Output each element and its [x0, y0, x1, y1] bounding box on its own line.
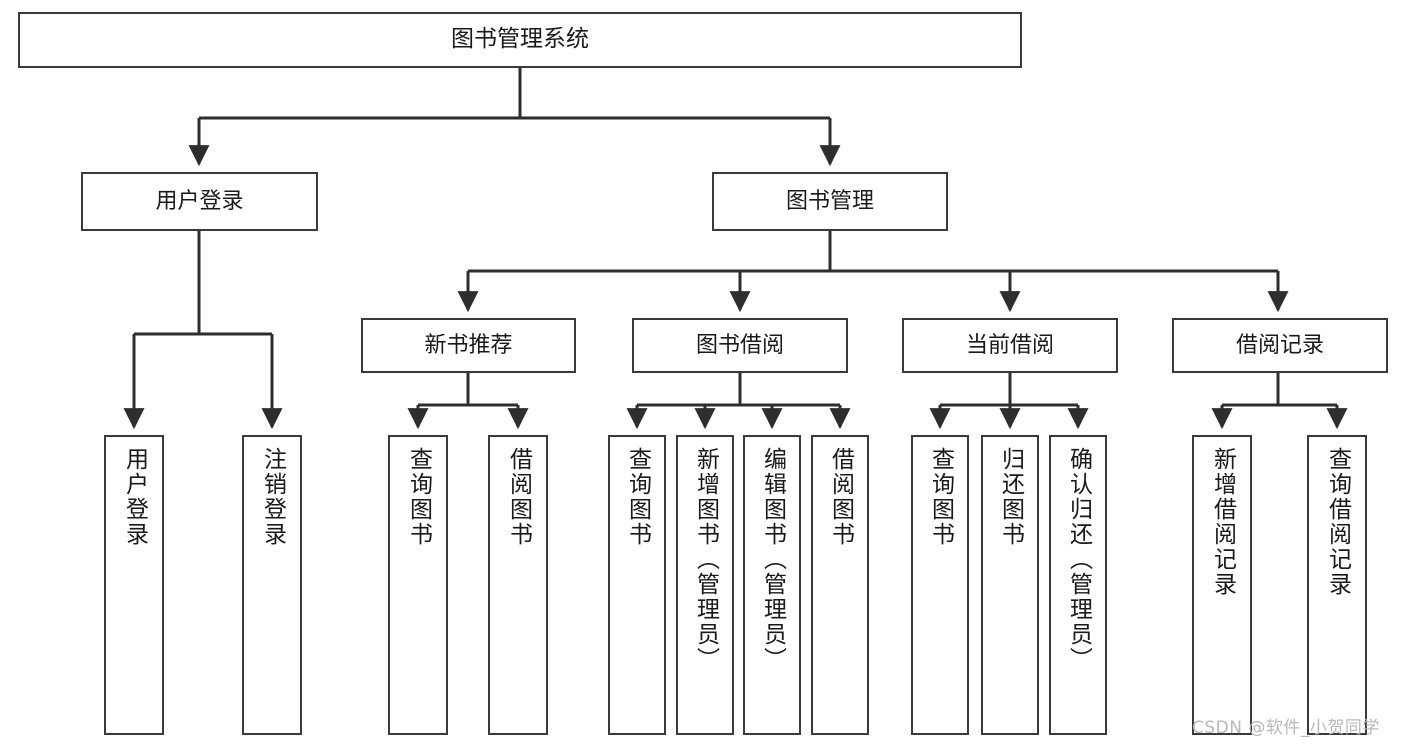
node-leaf-add-book-label: 新增图书（管理员）	[692, 447, 719, 672]
node-book-manage[interactable]: 图书管理	[712, 172, 948, 231]
node-leaf-query-book-2[interactable]: 查询图书	[608, 435, 666, 735]
node-leaf-add-book[interactable]: 新增图书（管理员）	[676, 435, 734, 735]
node-leaf-query-book-3-label: 查询图书	[927, 447, 954, 547]
node-leaf-query-book-2-label: 查询图书	[624, 447, 651, 547]
node-new-book-rec[interactable]: 新书推荐	[361, 318, 576, 373]
node-leaf-user-login-label: 用户登录	[121, 447, 148, 547]
node-user-login-label: 用户登录	[155, 188, 244, 214]
node-borrow-record-label: 借阅记录	[1235, 332, 1324, 358]
node-leaf-edit-book-label: 编辑图书（管理员）	[759, 447, 786, 672]
node-leaf-borrow-book-1[interactable]: 借阅图书	[488, 435, 548, 735]
node-leaf-logout-label: 注销登录	[259, 447, 286, 547]
node-book-manage-label: 图书管理	[785, 188, 874, 214]
node-leaf-confirm-return-label: 确认归还（管理员）	[1065, 447, 1092, 672]
node-new-book-rec-label: 新书推荐	[424, 332, 513, 358]
node-leaf-logout[interactable]: 注销登录	[242, 435, 302, 735]
node-leaf-add-record[interactable]: 新增借阅记录	[1192, 435, 1252, 735]
node-root[interactable]: 图书管理系统	[18, 12, 1022, 68]
node-leaf-query-book-1[interactable]: 查询图书	[388, 435, 448, 735]
node-leaf-user-login[interactable]: 用户登录	[104, 435, 164, 735]
node-leaf-query-book-3[interactable]: 查询图书	[911, 435, 969, 735]
node-current-borrow[interactable]: 当前借阅	[902, 318, 1118, 373]
node-leaf-borrow-book-1-label: 借阅图书	[505, 447, 532, 547]
node-leaf-confirm-return[interactable]: 确认归还（管理员）	[1049, 435, 1107, 735]
node-leaf-query-record-label: 查询借阅记录	[1324, 447, 1351, 597]
node-leaf-query-book-1-label: 查询图书	[405, 447, 432, 547]
node-user-login[interactable]: 用户登录	[81, 172, 318, 231]
node-leaf-query-record[interactable]: 查询借阅记录	[1307, 435, 1367, 735]
node-leaf-borrow-book-2[interactable]: 借阅图书	[811, 435, 869, 735]
node-leaf-return-book-label: 归还图书	[997, 447, 1024, 547]
node-root-label: 图书管理系统	[451, 26, 589, 53]
node-book-borrow-label: 图书借阅	[695, 332, 784, 358]
node-book-borrow[interactable]: 图书借阅	[632, 318, 848, 373]
node-leaf-return-book[interactable]: 归还图书	[981, 435, 1039, 735]
node-leaf-add-record-label: 新增借阅记录	[1209, 447, 1236, 597]
node-current-borrow-label: 当前借阅	[965, 332, 1054, 358]
node-leaf-edit-book[interactable]: 编辑图书（管理员）	[743, 435, 801, 735]
node-leaf-borrow-book-2-label: 借阅图书	[827, 447, 854, 547]
node-borrow-record[interactable]: 借阅记录	[1172, 318, 1388, 373]
